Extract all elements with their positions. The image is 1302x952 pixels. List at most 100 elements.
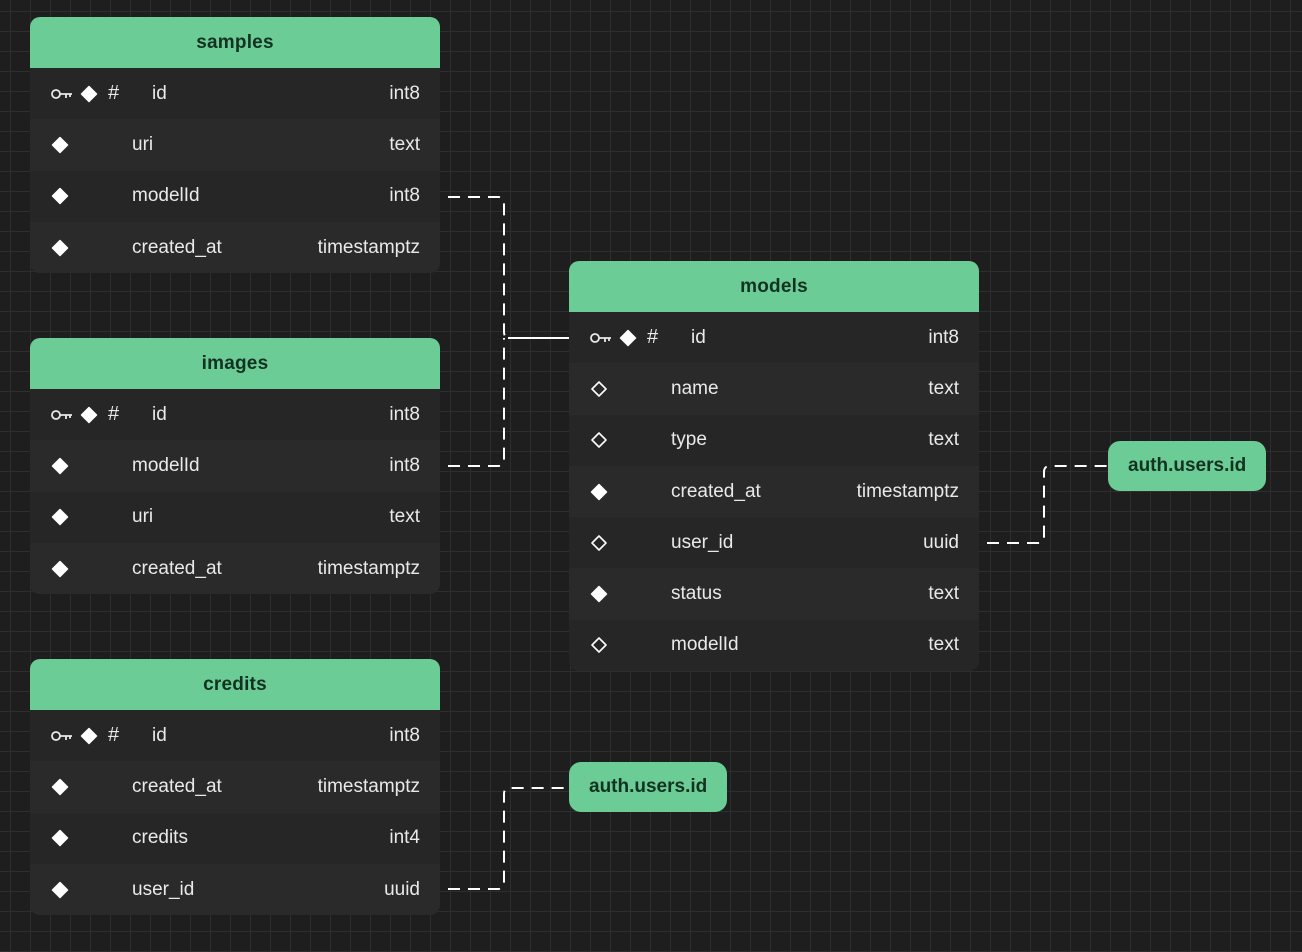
column-icons: #	[50, 389, 119, 440]
column-icons	[51, 171, 69, 222]
column-icons	[51, 222, 69, 273]
not-null-diamond-icon	[51, 239, 69, 256]
table-row[interactable]: uri text	[30, 119, 440, 171]
column-type: text	[389, 506, 420, 528]
column-name: created_at	[132, 775, 222, 797]
primary-key-icon	[51, 88, 72, 99]
column-name: modelId	[132, 185, 200, 207]
table-row[interactable]: # id int8	[30, 68, 440, 120]
column-icons: #	[50, 710, 119, 761]
column-type: int8	[389, 82, 420, 104]
column-type: uuid	[384, 878, 420, 900]
table-row[interactable]: status text	[569, 568, 979, 620]
not-null-diamond-icon	[51, 187, 69, 205]
column-type: int8	[389, 454, 420, 476]
column-icons: #	[50, 68, 119, 119]
not-null-diamond-icon	[619, 329, 637, 346]
column-type: text	[928, 634, 959, 656]
column-icons	[51, 813, 69, 864]
column-name: user_id	[132, 878, 195, 900]
column-icons	[51, 440, 69, 491]
primary-key-icon	[51, 730, 72, 741]
not-null-diamond-icon	[80, 727, 98, 744]
column-name: status	[671, 583, 722, 605]
nullable-diamond-icon	[591, 432, 607, 449]
column-type: text	[928, 583, 959, 605]
column-type: timestamptz	[317, 557, 420, 579]
column-icons	[51, 543, 69, 594]
table-row[interactable]: name text	[569, 363, 979, 415]
ref-auth-users-id-credits[interactable]: auth.users.id	[569, 762, 728, 812]
table-header[interactable]: credits	[30, 659, 440, 710]
column-type: int8	[389, 403, 420, 425]
primary-key-icon	[590, 332, 611, 343]
table-header[interactable]: models	[569, 261, 979, 312]
column-type: text	[389, 133, 420, 155]
not-null-diamond-icon	[51, 778, 69, 796]
column-icons: #	[589, 312, 658, 363]
column-type: int8	[389, 185, 420, 207]
column-icons	[590, 620, 608, 671]
connector-models-userid-to-auth-users	[987, 465, 1108, 544]
column-type: text	[928, 429, 959, 451]
identity-hash-icon: #	[108, 403, 120, 426]
column-name: created_at	[132, 236, 222, 258]
table-row[interactable]: created_at timestamptz	[30, 761, 440, 813]
table-row[interactable]: user_id uuid	[30, 863, 440, 916]
not-null-diamond-icon	[80, 406, 98, 423]
not-null-diamond-icon	[51, 136, 69, 154]
ref-auth-users-id-models[interactable]: auth.users.id	[1108, 441, 1267, 491]
column-icons	[51, 492, 69, 543]
column-name: name	[671, 377, 719, 399]
column-icons	[590, 517, 608, 568]
nullable-diamond-icon	[591, 637, 607, 654]
column-type: timestamptz	[317, 775, 420, 797]
column-type: int8	[928, 326, 959, 348]
table-samples[interactable]: samples # id int8 uri text modelId int8 created…	[30, 17, 440, 274]
column-name: modelId	[671, 634, 739, 656]
table-row[interactable]: modelId int8	[30, 170, 440, 222]
not-null-diamond-icon	[51, 829, 69, 847]
table-row[interactable]: credits int4	[30, 812, 440, 864]
column-name: user_id	[671, 531, 734, 553]
column-name: id	[152, 724, 167, 746]
table-row[interactable]: modelId text	[569, 619, 979, 672]
column-icons	[590, 415, 608, 466]
connector-images-modelid-to-models-id	[448, 338, 505, 467]
nullable-diamond-icon	[591, 381, 607, 397]
connector-credits-userid-to-auth-users	[448, 787, 569, 890]
column-icons	[590, 466, 608, 517]
column-icons	[51, 864, 69, 915]
column-name: credits	[132, 827, 188, 849]
column-type: int4	[389, 827, 420, 849]
not-null-diamond-icon	[51, 508, 69, 526]
not-null-diamond-icon	[51, 560, 69, 577]
table-header[interactable]: images	[30, 338, 440, 389]
nullable-diamond-icon	[591, 535, 607, 551]
connector-samples-modelid-to-models-id	[448, 196, 569, 339]
not-null-diamond-icon	[51, 881, 69, 898]
column-type: text	[928, 377, 959, 399]
not-null-diamond-icon	[590, 483, 608, 500]
identity-hash-icon: #	[108, 82, 120, 105]
column-name: created_at	[671, 480, 761, 502]
column-name: uri	[132, 133, 154, 155]
table-header[interactable]: samples	[30, 17, 440, 68]
column-name: id	[152, 82, 167, 104]
